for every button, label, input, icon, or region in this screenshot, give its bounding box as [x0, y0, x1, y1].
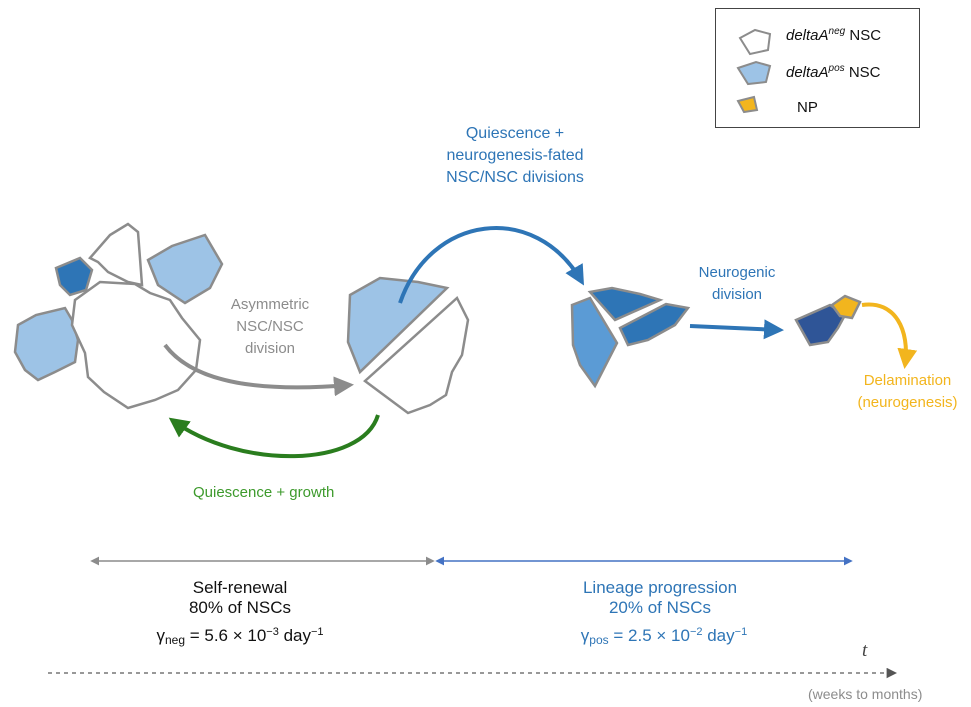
- legend-neg-swatch: [738, 28, 772, 56]
- quiescence-fated-label: Quiescence + neurogenesis-fated NSC/NSC …: [446, 125, 584, 186]
- self-renewal-title: Self-renewal: [192, 578, 288, 597]
- quiescence-growth-label: Quiescence + growth: [193, 484, 335, 501]
- white-nsc-large: [70, 280, 202, 410]
- lineage-rate: γpos = 2.5 × 10−2 day−1: [580, 626, 748, 647]
- dark-blue-nsc-fated-mid: [618, 302, 691, 347]
- legend-pos-label: deltaApos NSC: [786, 63, 881, 81]
- time-symbol: t: [862, 640, 868, 661]
- lineage-block: Lineage progression 20% of NSCs γpos = 2…: [545, 578, 775, 650]
- time-range-label: (weeks to months): [808, 686, 923, 702]
- legend-pos-swatch: [736, 60, 772, 86]
- white-nsc-dividing: [363, 295, 470, 415]
- legend: [715, 8, 920, 128]
- light-blue-nsc-right: [146, 233, 224, 305]
- legend-np-label: NP: [797, 99, 818, 116]
- light-blue-nsc-dividing: [346, 276, 450, 375]
- legend-neg-label: deltaAneg NSC: [786, 26, 882, 44]
- dark-blue-nsc-fated-top: [587, 286, 664, 322]
- delamination-label: Delamination (neurogenesis): [857, 372, 958, 411]
- self-renewal-block: Self-renewal 80% of NSCs γneg = 5.6 × 10…: [145, 578, 335, 650]
- quiescence-growth-arrow: [168, 414, 380, 459]
- dark-blue-nsc-small: [54, 256, 94, 297]
- self-renewal-rate: γneg = 5.6 × 10−3 day−1: [156, 626, 324, 647]
- lineage-title: Lineage progression: [582, 578, 738, 597]
- asymmetric-division-arrow: [163, 343, 354, 397]
- legend-np-swatch: [736, 95, 759, 114]
- lineage-fraction: 20% of NSCs: [608, 598, 712, 617]
- gold-np: [830, 294, 862, 320]
- delamination-arrow: [861, 302, 918, 369]
- neurogenic-division-arrow: [689, 319, 784, 340]
- quiescence-fated-arrow: [398, 226, 584, 304]
- asymmetric-division-label: Asymmetric NSC/NSC division: [230, 296, 310, 357]
- mid-blue-nsc-fated: [570, 296, 619, 389]
- white-nsc-top: [87, 222, 144, 287]
- self-renewal-fraction: 80% of NSCs: [188, 598, 292, 617]
- navy-nsc: [794, 303, 847, 347]
- light-blue-nsc-left: [13, 306, 80, 382]
- neurogenic-division-label: Neurogenic division: [698, 264, 776, 303]
